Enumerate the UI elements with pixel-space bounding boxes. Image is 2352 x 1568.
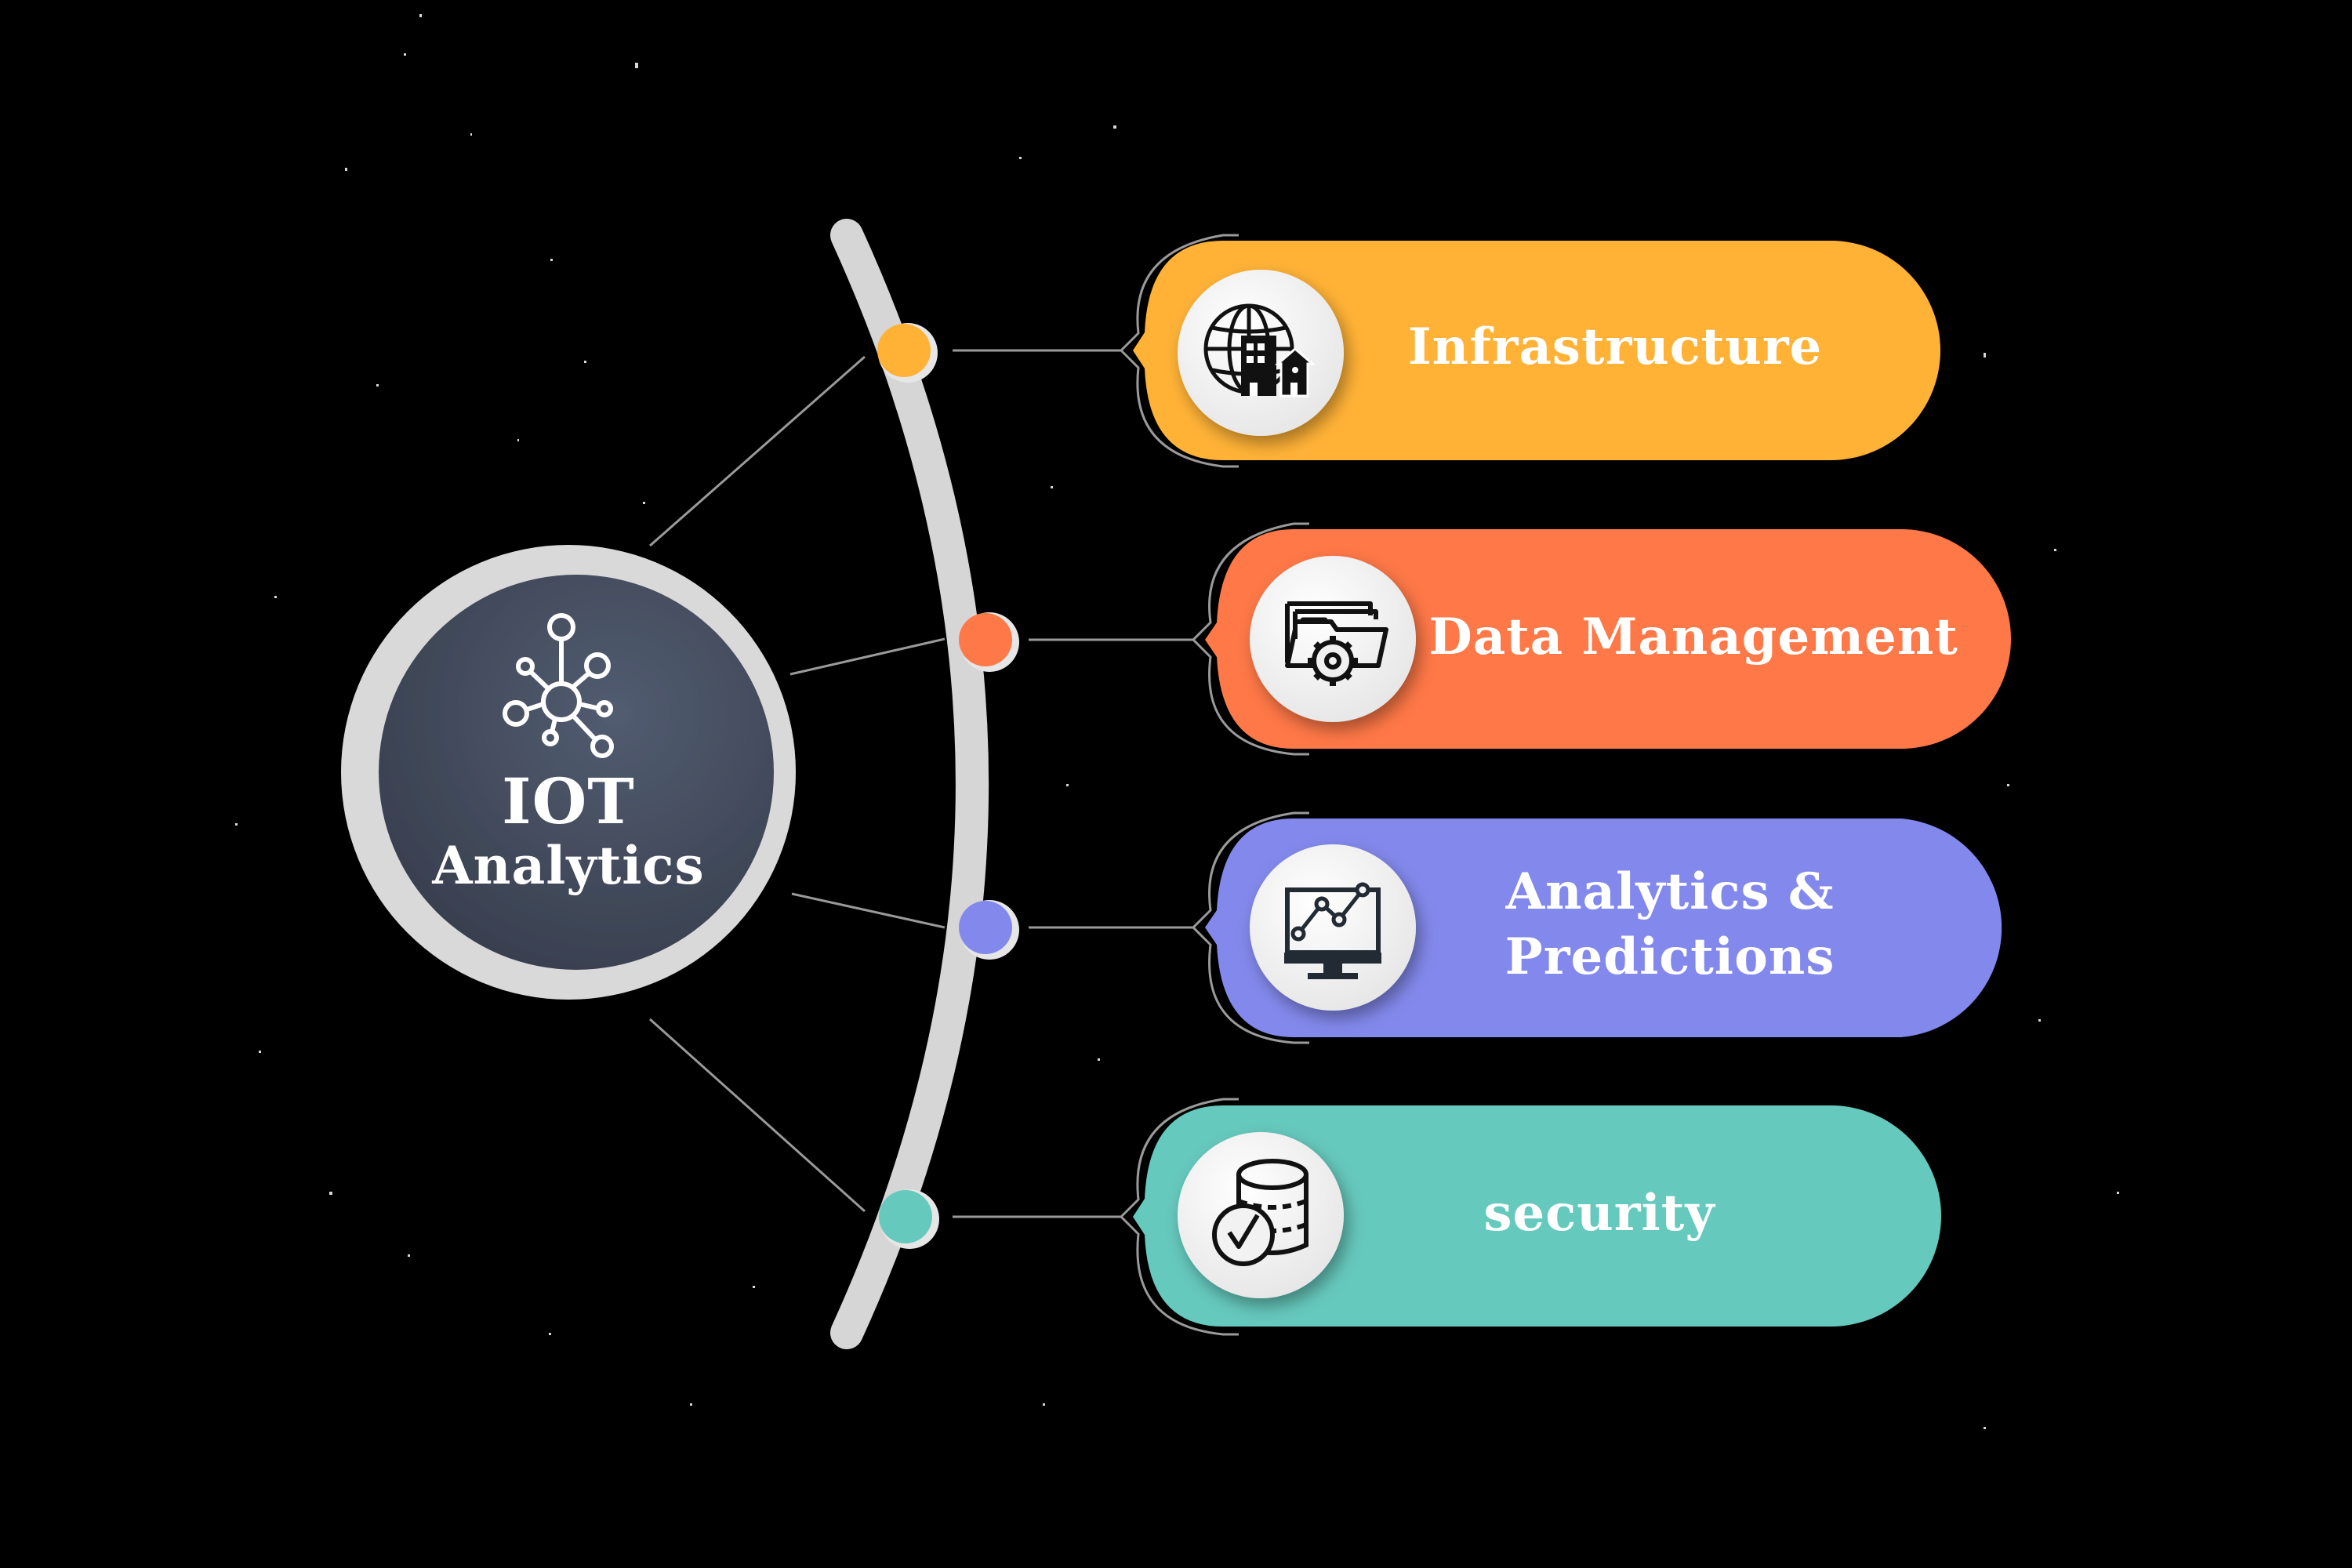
monitor-chart-icon <box>1284 882 1381 979</box>
branch-label-security: security <box>1483 1184 1715 1243</box>
dot-analytics <box>959 901 1012 954</box>
hub-title-line1: IOT <box>502 764 635 838</box>
dot-infrastructure <box>877 324 931 377</box>
branch-label-infrastructure: Infrastructure <box>1407 318 1823 376</box>
hub-connectors <box>649 355 946 1213</box>
globe-building-icon <box>1203 303 1316 397</box>
dot-data-management <box>959 613 1012 666</box>
branch-label-analytics-line2: Predictions <box>1504 927 1835 986</box>
arc-dots <box>877 323 1019 1249</box>
branch-card-analytics-predictions[interactable] <box>1192 811 2002 1044</box>
network-hub-icon <box>503 613 614 758</box>
connector-hub-2 <box>789 637 946 676</box>
dot-security <box>879 1190 932 1243</box>
branch-card-data-management[interactable] <box>1192 522 2011 756</box>
database-check-icon <box>1212 1159 1308 1266</box>
connector-hub-1 <box>649 355 866 547</box>
branch-label-data-management: Data Management <box>1428 608 1958 666</box>
folder-gear-icon <box>1285 601 1388 686</box>
timeline-arc <box>830 219 989 1349</box>
connector-hub-4 <box>649 1018 866 1213</box>
hub-title-line2: Analytics <box>432 835 705 896</box>
card-connectors <box>953 349 1193 1218</box>
branch-label-analytics-line1: Analytics & <box>1505 862 1835 921</box>
hub-node <box>341 545 796 1000</box>
background-specks <box>235 14 2119 1429</box>
connector-hub-3 <box>791 892 946 929</box>
